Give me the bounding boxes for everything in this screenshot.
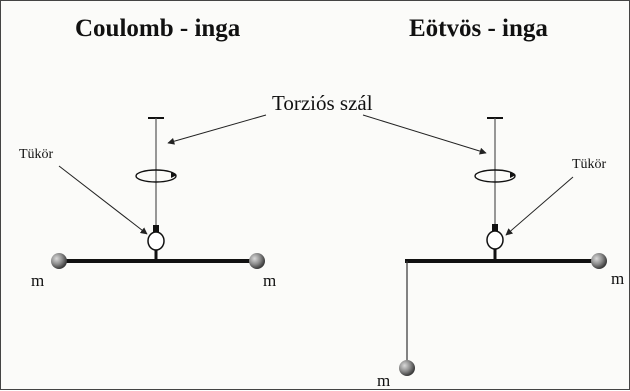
- mirror-label-left: Tükör: [19, 147, 54, 162]
- eotvos-title: Eötvös - inga: [409, 15, 548, 42]
- eotvos-pendulum: [399, 117, 607, 376]
- eotvos-rotation-arrow-icon: [474, 169, 516, 183]
- coulomb-mirror-pointer: [58, 165, 148, 235]
- mass-label-left-2: m: [263, 271, 277, 290]
- coulomb-rotation-arrow-icon: [135, 169, 177, 183]
- torsion-pointer-right: [362, 114, 487, 155]
- mass-label-right-2: m: [377, 371, 391, 390]
- coulomb-title: Coulomb - inga: [75, 15, 241, 42]
- mirror-label-right: Tükör: [572, 157, 607, 172]
- mass-label-left-1: m: [31, 271, 45, 290]
- coulomb-mirror: [147, 231, 165, 251]
- eotvos-mirror-holder: [492, 224, 498, 231]
- eotvos-mass-hanging: [399, 360, 415, 376]
- torsion-fiber-label: Torziós szál: [272, 91, 373, 115]
- coulomb-mass-left: [51, 253, 67, 269]
- eotvos-mass-right: [591, 253, 607, 269]
- mass-label-right-1: m: [611, 269, 625, 288]
- eotvos-mirror: [486, 230, 504, 250]
- torsion-pointer-left: [167, 114, 267, 145]
- coulomb-pendulum: [51, 117, 265, 269]
- coulomb-mass-right: [249, 253, 265, 269]
- eotvos-mirror-pointer: [505, 176, 574, 236]
- coulomb-mirror-holder: [153, 225, 159, 232]
